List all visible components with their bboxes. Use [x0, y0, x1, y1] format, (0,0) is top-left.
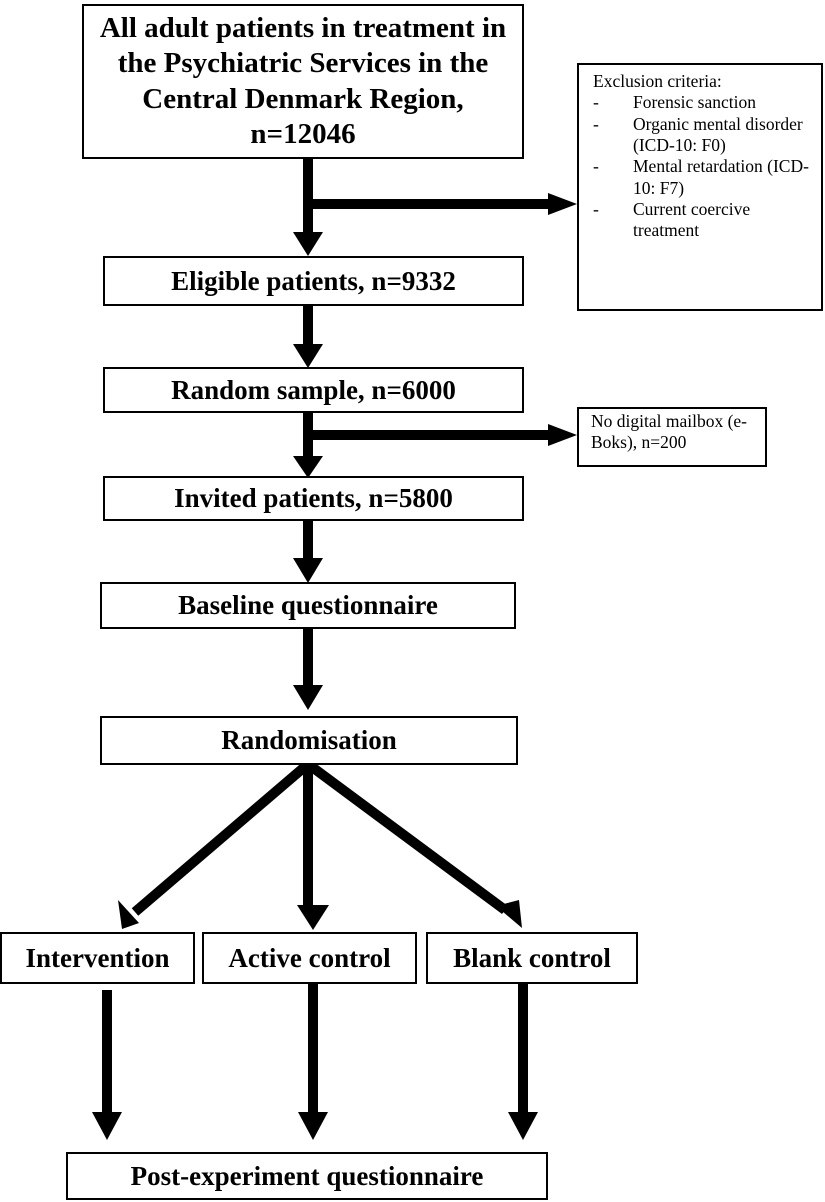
arrowhead-active: [297, 905, 329, 930]
exclusion-item: Organic mental disorder (ICD-10: F0): [593, 114, 811, 157]
arrowhead-random: [293, 344, 323, 368]
arrowhead-post-right: [508, 1112, 538, 1140]
node-blank-control: Blank control: [426, 932, 638, 984]
arrowhead-post-mid: [298, 1112, 328, 1140]
node-post-questionnaire: Post-experiment questionnaire: [66, 1152, 548, 1200]
exclusion-list: Forensic sanction Organic mental disorde…: [593, 92, 811, 241]
arrowhead-exclusion: [548, 193, 577, 215]
arrow-randomisation-to-blank: [305, 759, 508, 915]
exclusion-item: Current coercive treatment: [593, 199, 811, 242]
arrowhead-eligible: [293, 232, 323, 256]
arrowhead-intervention: [118, 900, 139, 929]
node-active-control: Active control: [202, 932, 417, 984]
no-mailbox-box: No digital mailbox (e-Boks), n=200: [577, 407, 767, 467]
node-randomisation: Randomisation: [100, 716, 518, 765]
exclusion-item: Forensic sanction: [593, 92, 811, 114]
arrowhead-invited: [293, 456, 323, 478]
arrowhead-blank: [496, 900, 522, 928]
node-all-patients-line-4: n=12046: [250, 117, 356, 150]
node-random-sample: Random sample, n=6000: [103, 367, 524, 413]
arrowhead-no-mailbox: [548, 424, 577, 446]
arrowhead-post-left: [92, 1112, 122, 1140]
node-all-patients: All adult patients in treatment in the P…: [82, 4, 524, 159]
node-baseline: Baseline questionnaire: [100, 582, 516, 629]
arrowhead-randomisation: [293, 685, 323, 710]
node-invited: Invited patients, n=5800: [103, 476, 524, 521]
exclusion-criteria-box: Exclusion criteria: Forensic sanction Or…: [577, 63, 823, 311]
arrowhead-baseline: [293, 558, 323, 583]
exclusion-title: Exclusion criteria:: [593, 71, 722, 91]
node-all-patients-line-2: the Psychiatric Services in the: [117, 47, 489, 80]
node-all-patients-line-3: Central Denmark Region,: [142, 82, 464, 115]
arrow-randomisation-to-intervention: [131, 760, 312, 916]
node-intervention: Intervention: [0, 932, 195, 984]
exclusion-item: Mental retardation (ICD-10: F7): [593, 156, 811, 199]
node-all-patients-line-1: All adult patients in treatment in: [99, 11, 507, 44]
node-eligible: Eligible patients, n=9332: [103, 256, 524, 306]
